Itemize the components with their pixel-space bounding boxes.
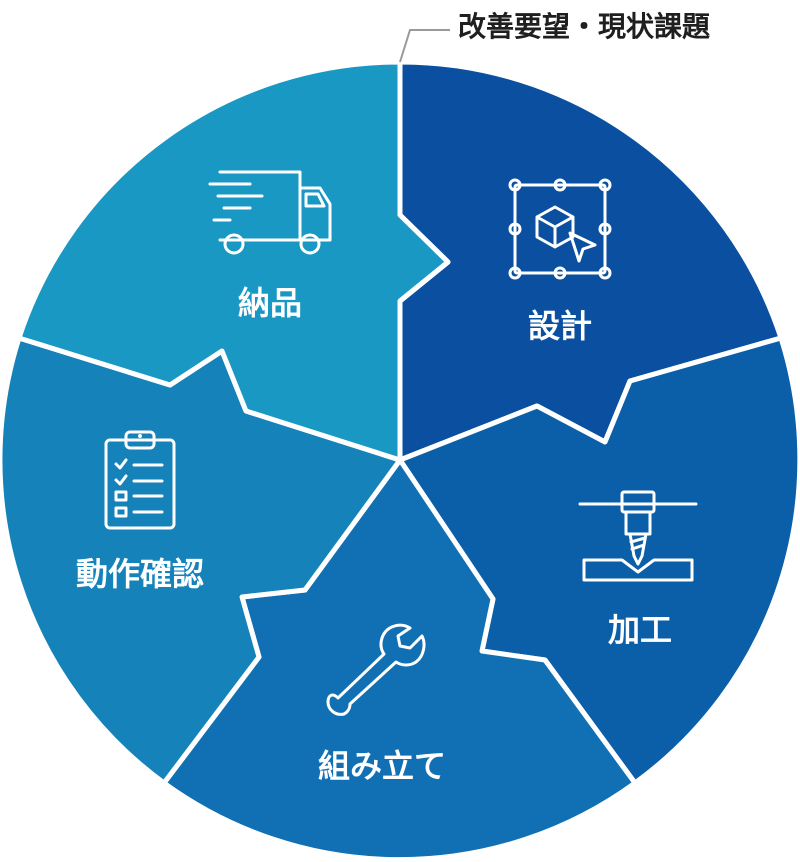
callout-text: 改善要望・現状課題 [458,10,711,43]
delivery-truck-icon [208,170,332,255]
segment-label-inspection: 動作確認 [76,555,204,593]
clipboard-checklist-icon [104,430,176,530]
segment-label-assembly: 組み立て [318,747,446,785]
segment-label-delivery: 納品 [238,284,302,322]
segment-inspection [0,335,403,786]
segment-delivery [16,59,451,463]
drill-icon [578,490,698,582]
segment-label-design: 設計 [528,307,592,345]
segment-assembly [161,457,638,862]
cube-select-icon [508,178,612,280]
callout-leader-line [399,29,450,63]
wrench-icon [326,623,426,716]
segment-label-processing: 加工 [608,611,672,649]
